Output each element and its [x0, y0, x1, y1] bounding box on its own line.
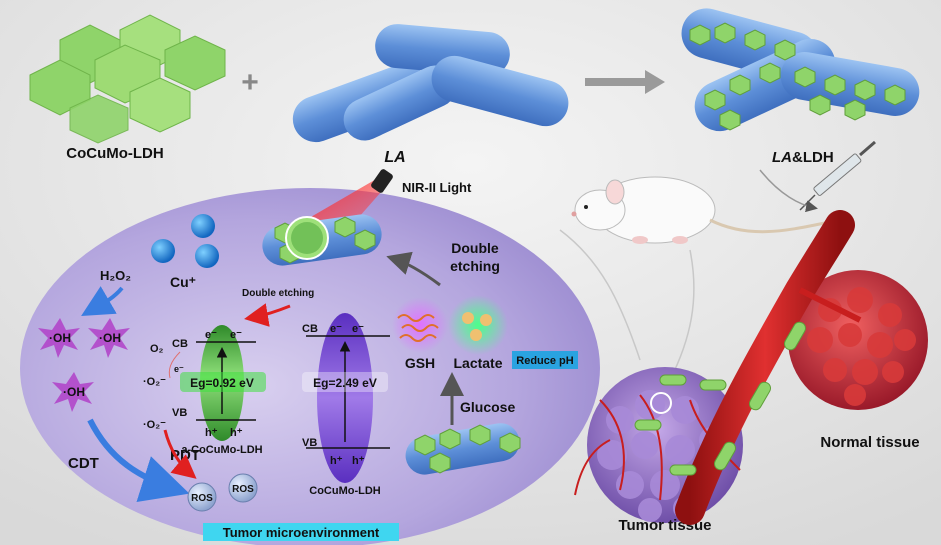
- mix-arrow-head: [645, 70, 665, 94]
- eg-a-badge: [180, 372, 266, 392]
- gsh-label: GSH: [405, 355, 435, 371]
- band-b-vb-label: VB: [302, 437, 317, 449]
- gsh-molecule-icon: [397, 314, 435, 322]
- double-etching-line1: Double: [451, 240, 499, 256]
- o2-radical-label: ·O₂⁻: [143, 376, 166, 388]
- tme-label: Tumor microenvironment: [223, 525, 380, 540]
- normal-tissue-label: Normal tissue: [820, 434, 919, 451]
- band-b-electron: e⁻: [330, 323, 342, 335]
- la-ldh-label: LA&LDH: [772, 149, 834, 166]
- cdt-arrow: [87, 418, 190, 503]
- blood-vessel-branch: [798, 287, 862, 323]
- o2-reduction-electron: e⁻: [174, 364, 184, 374]
- band-a-electron: e⁻: [230, 329, 242, 341]
- zoom-line: [559, 229, 641, 361]
- eg-b-badge: [302, 372, 388, 392]
- band-a-cb-label: CB: [172, 338, 188, 350]
- band-a-hole: h⁺: [230, 427, 243, 439]
- blood-vessel: [675, 210, 855, 525]
- bacteria-in-vessel: [634, 321, 806, 476]
- eg-b-label: Eg=2.49 eV: [313, 376, 377, 390]
- lactate-label: Lactate: [453, 355, 502, 371]
- o2-radical-label: ·O₂⁻: [143, 419, 166, 431]
- ros-sphere: [228, 473, 258, 503]
- gsh-molecule-icon: [401, 324, 439, 332]
- oh-radical-stars: [38, 318, 130, 412]
- band-b-hole: h⁺: [352, 455, 365, 467]
- double-etching-small-label: Double etching: [242, 288, 314, 299]
- h2o2-arrow: [81, 286, 124, 317]
- plus-sign: +: [241, 66, 259, 99]
- la-ldh-composite: [681, 8, 920, 132]
- cu-ion-label: Cu⁺: [170, 274, 196, 290]
- band-a-electron: e⁻: [205, 329, 217, 341]
- la-ldh-label-italic: LA: [772, 149, 792, 166]
- reduce-ph-badge: [512, 351, 578, 369]
- normal-tissue: [788, 270, 928, 410]
- double-etching-arrow: [386, 251, 441, 287]
- cu-ion-sphere: [195, 244, 219, 268]
- b-ldh-label: CoCuMo-LDH: [309, 485, 381, 497]
- injection-arrow: [759, 169, 818, 213]
- ros-sphere: [187, 482, 217, 512]
- tumor-zoom-marker: [650, 392, 672, 414]
- lactate-particle: [462, 312, 474, 324]
- oh-label: ·OH: [99, 331, 121, 345]
- zoom-line: [669, 249, 695, 381]
- gsh-molecule-icon: [399, 334, 437, 342]
- ros-label: ROS: [191, 493, 213, 504]
- lactate-particle: [480, 314, 492, 326]
- band-a-hole: h⁺: [205, 427, 218, 439]
- cu-ion-sphere: [151, 239, 175, 263]
- ros-label: ROS: [232, 484, 254, 495]
- a-ldh-label: a-CoCuMo-LDH: [181, 444, 262, 456]
- lactate-glow: [448, 295, 508, 355]
- band-b-cb-label: CB: [302, 323, 318, 335]
- mouse: [571, 176, 831, 244]
- glucose-label: Glucose: [460, 399, 515, 415]
- tme-badge: [203, 523, 399, 541]
- cu-ion-sphere: [191, 214, 215, 238]
- laser-emitter-icon: [371, 169, 393, 193]
- la-ldh-label-rest: &LDH: [792, 149, 834, 166]
- double-etching-line2: etching: [450, 258, 500, 274]
- ldh-nanosheets: [29, 14, 226, 144]
- double-etching-small-arrow: [244, 303, 291, 327]
- gsh-glow: [392, 297, 448, 353]
- ldh-label: CoCuMo-LDH: [66, 145, 163, 162]
- reduce-ph-label: Reduce pH: [516, 355, 574, 367]
- h2o2-label: H₂O₂: [100, 268, 131, 283]
- o2-label: O₂: [150, 343, 164, 355]
- band-b-hole: h⁺: [330, 455, 343, 467]
- bottom-ldh-coating: [414, 424, 521, 474]
- o2-reduction-arc: [168, 351, 181, 379]
- eg-a-label: Eg=0.92 eV: [190, 376, 254, 390]
- band-a-vb-label: VB: [172, 407, 187, 419]
- la-label: LA: [384, 149, 405, 166]
- nir-label: NIR-II Light: [402, 180, 472, 195]
- pdt-arrow: [163, 429, 197, 479]
- band-b-electron: e⁻: [352, 323, 364, 335]
- lactate-particle: [470, 329, 482, 341]
- la-bacteria: [292, 24, 569, 143]
- magnified-spot-core: [291, 222, 323, 254]
- oh-label: ·OH: [63, 385, 85, 399]
- oh-label: ·OH: [49, 331, 71, 345]
- cdt-label: CDT: [68, 455, 99, 472]
